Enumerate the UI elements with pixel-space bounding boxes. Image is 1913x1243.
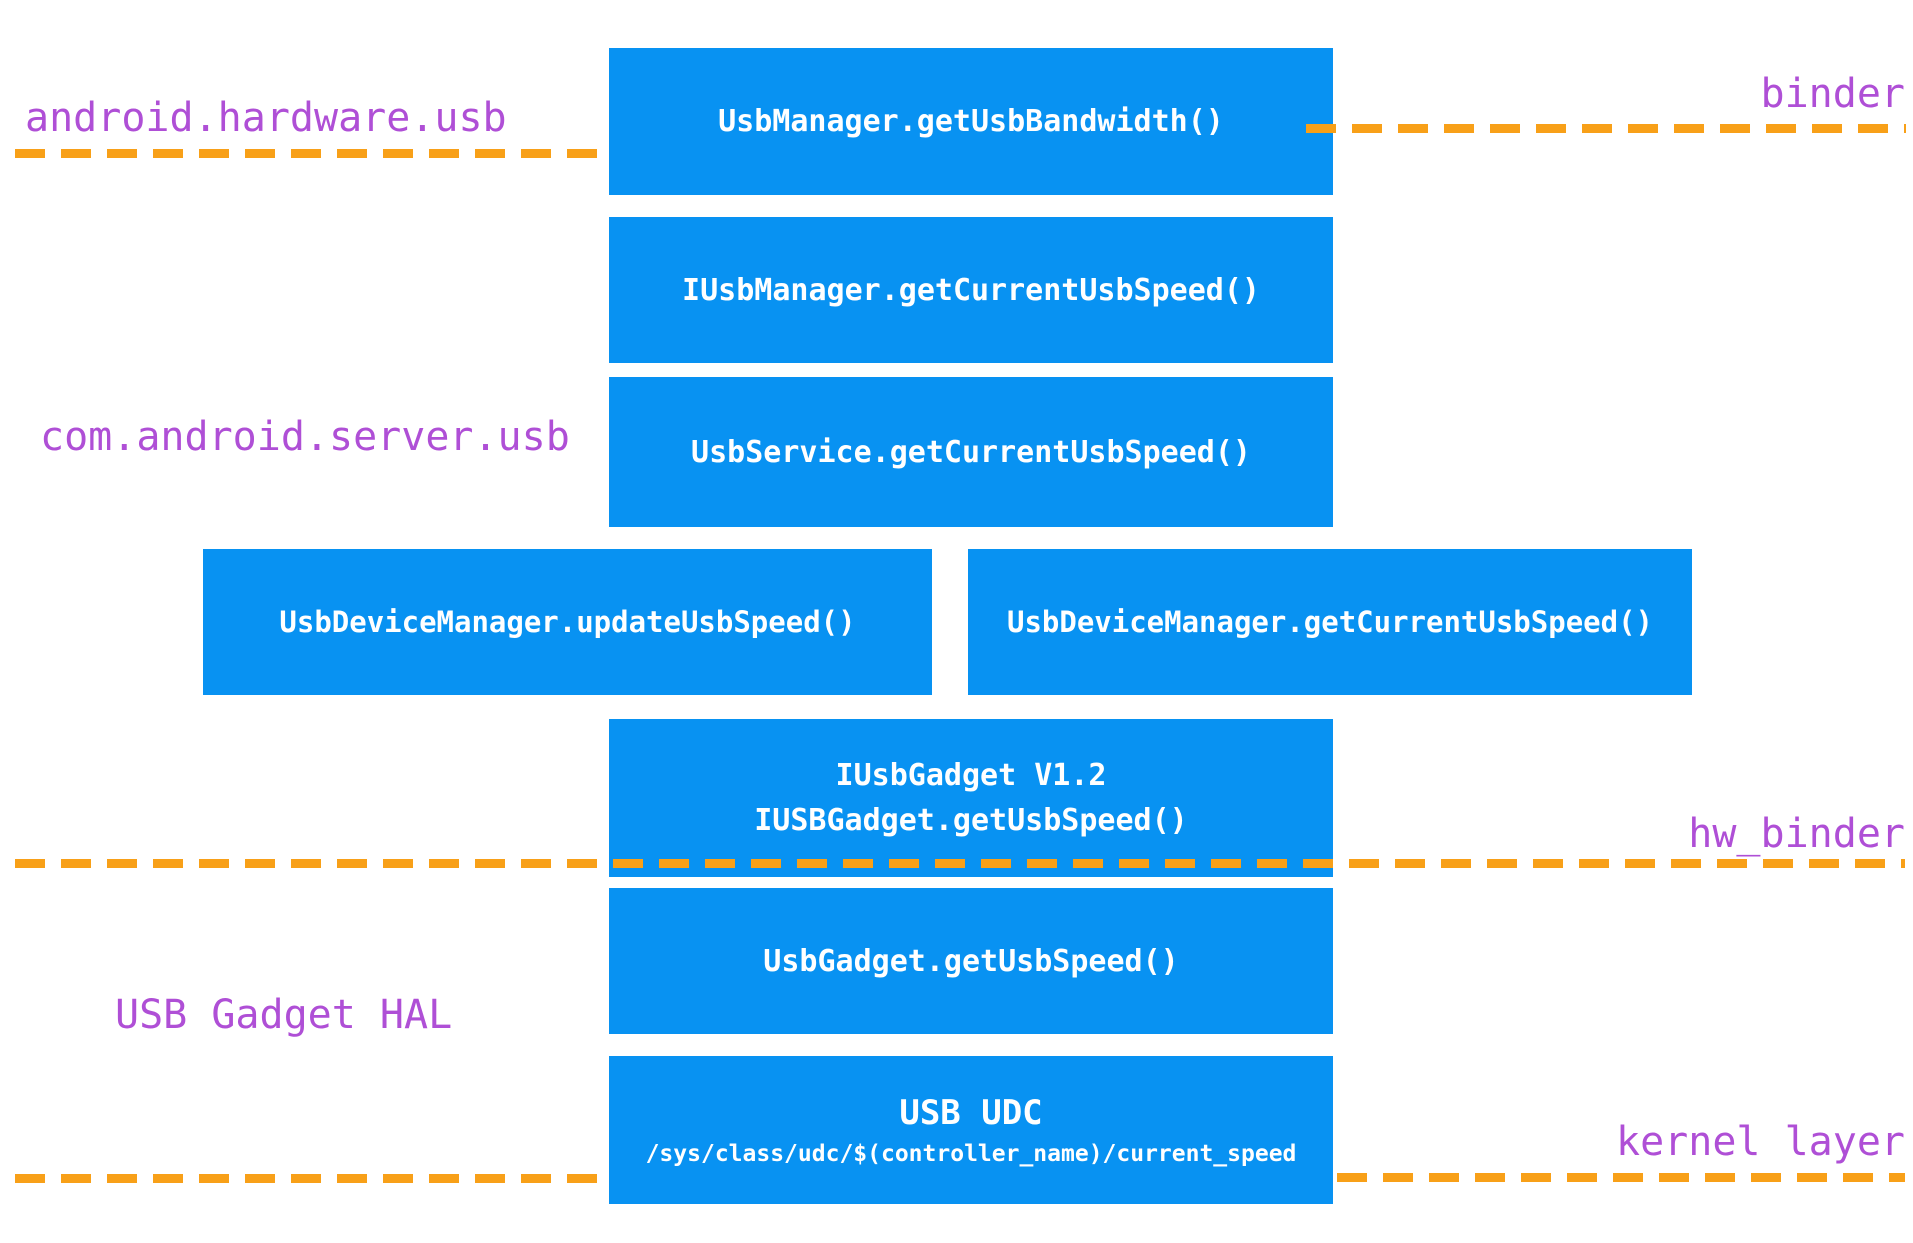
layer-label-usb-gadget-hal: USB Gadget HAL [115, 992, 453, 1038]
binder-boundary-line-right [1306, 124, 1906, 133]
box-usb-manager: UsbManager.getUsbBandwidth() [609, 48, 1333, 195]
box-usb-device-manager-get: UsbDeviceManager.getCurrentUsbSpeed() [968, 549, 1692, 695]
box-iusb-gadget-version-label: IUsbGadget V1.2 [835, 758, 1107, 793]
box-usb-gadget-label: UsbGadget.getUsbSpeed() [763, 943, 1179, 979]
box-iusb-manager: IUsbManager.getCurrentUsbSpeed() [609, 217, 1333, 363]
box-usb-device-manager-get-label: UsbDeviceManager.getCurrentUsbSpeed() [1006, 605, 1653, 639]
box-usb-udc: USB UDC /sys/class/udc/$(controller_name… [609, 1056, 1333, 1204]
box-usb-udc-sysfs-path: /sys/class/udc/$(controller_name)/curren… [645, 1141, 1297, 1167]
box-usb-service: UsbService.getCurrentUsbSpeed() [609, 377, 1333, 527]
box-usb-gadget: UsbGadget.getUsbSpeed() [609, 888, 1333, 1034]
layer-label-kernel-layer: kernel layer [1616, 1119, 1905, 1165]
box-usb-device-manager-update: UsbDeviceManager.updateUsbSpeed() [203, 549, 932, 695]
box-usb-device-manager-update-label: UsbDeviceManager.updateUsbSpeed() [279, 605, 856, 639]
box-iusb-gadget-method-label: IUSBGadget.getUsbSpeed() [754, 803, 1188, 838]
hw-binder-boundary-line [15, 859, 1905, 868]
box-usb-manager-label: UsbManager.getUsbBandwidth() [718, 104, 1224, 139]
box-usb-udc-title: USB UDC [899, 1093, 1043, 1133]
layer-label-hw-binder: hw_binder [1688, 811, 1905, 857]
layer-label-android-hardware-usb: android.hardware.usb [25, 95, 507, 141]
box-iusb-manager-label: IUsbManager.getCurrentUsbSpeed() [682, 272, 1260, 308]
box-usb-service-label: UsbService.getCurrentUsbSpeed() [691, 434, 1251, 470]
box-iusb-gadget: IUsbGadget V1.2 IUSBGadget.getUsbSpeed() [609, 719, 1333, 877]
kernel-boundary-line-right [1337, 1173, 1905, 1182]
binder-boundary-line-left [15, 149, 609, 158]
layer-label-com-android-server-usb: com.android.server.usb [40, 414, 570, 460]
layer-label-binder: binder [1760, 71, 1906, 117]
kernel-boundary-line-left [15, 1174, 609, 1183]
